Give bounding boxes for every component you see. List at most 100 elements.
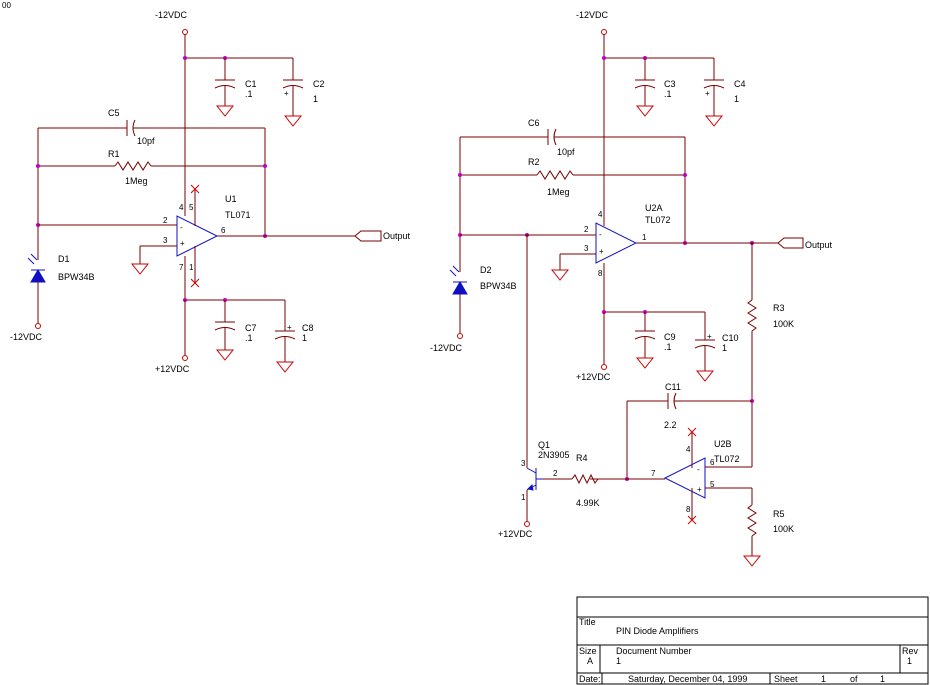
capacitor-c11: C11 2.2 [664, 382, 681, 430]
rev-value: 1 [907, 656, 912, 666]
opamp-u1: - + 2 3 6 4 5 7 1 U1 TL071 [38, 184, 355, 300]
photodiode-d2: D2 BPW34B -12VDC [430, 265, 517, 353]
supply-pos-u2: +12VDC [576, 372, 611, 382]
ground-icon [635, 105, 655, 117]
junction-dot [458, 173, 462, 177]
date-label: Date: [579, 674, 601, 684]
c10-value: 1 [722, 343, 727, 353]
capacitor-c5: C5 10pf [108, 108, 155, 146]
capacitor-c1: C1 .1 [214, 58, 257, 117]
resistor-r5: R5 100K [747, 504, 794, 537]
ground-icon [215, 349, 235, 361]
opamp-u2a: - + 2 3 1 4 8 U2A TL072 [460, 203, 778, 312]
supply-neg-d2: -12VDC [430, 343, 463, 353]
title-label: Title [579, 617, 596, 627]
page-marker: 00 [2, 1, 11, 10]
u2b-pin8: 8 [686, 505, 691, 514]
resistor-r3: R3 100K [747, 299, 794, 332]
ground-icon [283, 115, 303, 127]
sheet-value: 1 [821, 674, 826, 684]
u2a-plus: + [599, 247, 604, 256]
c10-ref: C10 [722, 333, 739, 343]
u1-pin2: 2 [163, 216, 168, 225]
u2b-pin4: 4 [686, 445, 691, 454]
capacitor-c7: C7 .1 [214, 300, 257, 361]
c6-value: 10pf [557, 147, 575, 157]
ground-icon [550, 269, 570, 281]
u1-plus: + [180, 239, 185, 248]
r5-ref: R5 [773, 509, 785, 519]
sheet-total: 1 [880, 674, 885, 684]
size-value: A [587, 656, 593, 666]
supply-neg-d1: -12VDC [10, 332, 43, 342]
circuit-u1: -12VDC C1 .1 + C2 1 [10, 10, 411, 374]
capacitor-c8: + C8 1 [274, 300, 314, 373]
d1-ref: D1 [58, 254, 70, 264]
ground-icon [742, 555, 762, 567]
capacitor-c4: + C4 1 [703, 58, 746, 127]
u2b-value: TL072 [714, 454, 740, 464]
output-port-1-label: Output [383, 231, 411, 241]
r4-ref: R4 [576, 453, 588, 463]
u2b-pin7: 7 [651, 469, 656, 478]
junction-dot [36, 164, 40, 168]
c11-value: 2.2 [664, 420, 677, 430]
u2b-ref: U2B [714, 439, 732, 449]
u2a-value: TL072 [645, 215, 671, 225]
c8-value: 1 [302, 333, 307, 343]
r1-ref: R1 [108, 149, 120, 159]
u2a-pin8: 8 [598, 269, 603, 278]
size-label: Size [579, 646, 597, 656]
d2-value: BPW34B [480, 281, 517, 291]
title-value: PIN Diode Amplifiers [616, 626, 699, 636]
c9-value: .1 [664, 342, 672, 352]
title-block: Title PIN Diode Amplifiers Size A Docume… [576, 596, 929, 685]
supply-neg-u2: -12VDC [576, 10, 609, 20]
sheet-label: Sheet [774, 674, 798, 684]
output-port-2: Output [777, 237, 833, 250]
u1-minus: - [180, 223, 183, 232]
d2-ref: D2 [480, 265, 492, 275]
u2a-pin1: 1 [642, 233, 647, 242]
supply-pos-u1: +12VDC [155, 364, 190, 374]
photodiode-d1: D1 BPW34B -12VDC [10, 253, 95, 342]
u1-pin3: 3 [163, 236, 168, 245]
docnum-label: Document Number [616, 646, 692, 656]
ground-icon [695, 370, 715, 382]
u1-pin1: 1 [189, 263, 194, 272]
c8-polarity-plus: + [287, 323, 292, 332]
resistor-r2: R2 1Meg [528, 157, 574, 197]
ground-icon [130, 263, 150, 275]
ground-icon [704, 115, 724, 127]
u2b-minus: - [697, 465, 700, 474]
c5-value: 10pf [137, 136, 155, 146]
c1-ref: C1 [245, 79, 257, 89]
u1-ref: U1 [225, 194, 237, 204]
u2a-minus: - [599, 230, 602, 239]
output-port-2-label: Output [805, 240, 833, 250]
u2a-ref: U2A [645, 203, 663, 213]
ground-icon [215, 105, 235, 117]
opamp-u2b: - + 7 6 5 4 8 U2B TL072 [590, 427, 752, 525]
c9-ref: C9 [664, 332, 676, 342]
capacitor-c6: C6 10pf [528, 118, 575, 157]
c4-polarity-plus: + [705, 89, 710, 98]
c10-polarity-plus: + [707, 332, 712, 341]
q1-pin3: 3 [521, 459, 526, 468]
capacitor-c3: C3 .1 [634, 58, 676, 117]
u2b-plus: + [697, 485, 702, 494]
rev-label: Rev [902, 646, 919, 656]
c2-value: 1 [313, 94, 318, 104]
supply-pin-neg-u1 [182, 29, 188, 35]
capacitor-c9: C9 .1 [634, 312, 676, 369]
supply-pin-pos-u1 [182, 355, 188, 361]
c7-ref: C7 [245, 323, 257, 333]
c2-ref: C2 [313, 79, 325, 89]
c11-ref: C11 [665, 382, 681, 392]
u1-pin7: 7 [179, 263, 184, 272]
u2a-pin2: 2 [584, 225, 589, 234]
c4-ref: C4 [734, 79, 746, 89]
c4-value: 1 [734, 94, 739, 104]
r1-value: 1Meg [125, 176, 148, 186]
supply-pin-neg-u2 [601, 29, 607, 35]
